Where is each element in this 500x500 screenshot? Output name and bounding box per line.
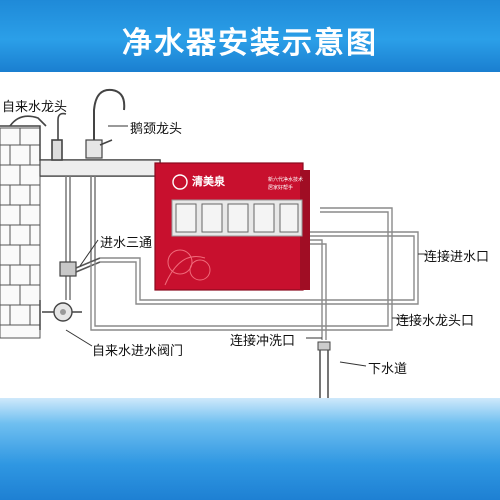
filter-cartridges	[175, 203, 299, 233]
connection-tubes	[90, 207, 419, 340]
label-tap-water: 自来水龙头	[2, 100, 68, 115]
brick-wall	[0, 127, 41, 339]
purifier-text-line2: 居家好帮手	[268, 185, 294, 191]
tee-fitting-icon	[59, 257, 101, 277]
water-purifier-unit	[154, 162, 310, 291]
inlet-valve-icon	[39, 300, 82, 330]
pointer-lines	[65, 125, 428, 367]
wall-tap-icon	[9, 112, 67, 161]
label-connect-inlet: 连接进水口	[424, 250, 490, 265]
purifier-brand-label: 清美泉	[192, 175, 225, 188]
label-drain: 下水道	[368, 362, 408, 377]
label-flush: 连接冲洗口	[230, 334, 296, 349]
gooseneck-faucet-icon	[85, 88, 126, 159]
countertop	[0, 125, 161, 177]
bottom-banner	[0, 398, 500, 500]
title-banner: 净水器安装示意图	[0, 0, 500, 72]
label-connect-faucet: 连接水龙头口	[396, 314, 475, 329]
feed-pipes	[65, 176, 96, 300]
decorative-flowers	[164, 249, 211, 286]
label-tee: 进水三通	[100, 236, 153, 251]
brand-logo-icon	[172, 174, 188, 190]
drain-pipe-icon	[317, 341, 331, 398]
page-title: 净水器安装示意图	[122, 26, 378, 61]
label-gooseneck: 鹅颈龙头	[130, 122, 183, 137]
purifier-text-line1: 新六代净水技术	[268, 177, 304, 183]
label-inlet-valve: 自来水进水阀门	[92, 344, 184, 359]
